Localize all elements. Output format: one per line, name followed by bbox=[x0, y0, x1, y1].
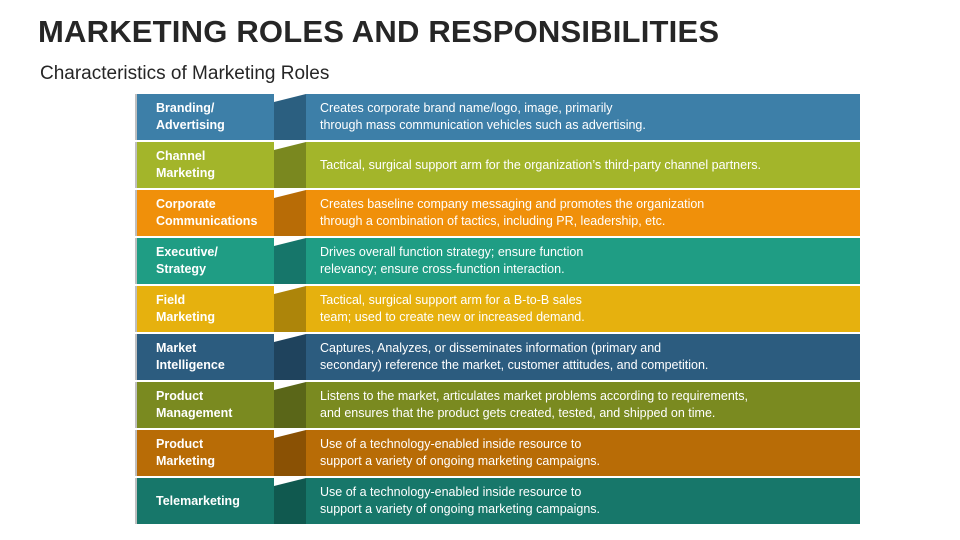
role-label: Channel Marketing bbox=[156, 149, 216, 180]
role-description: Use of a technology-enabled inside resou… bbox=[320, 485, 601, 516]
role-description: Creates baseline company messaging and p… bbox=[320, 197, 705, 228]
role-row: Branding/ Advertising Creates corporate b… bbox=[0, 94, 960, 140]
role-label: Executive/ Strategy bbox=[156, 245, 218, 276]
row-connector bbox=[274, 430, 306, 476]
row-connector bbox=[274, 286, 306, 332]
role-label: Field Marketing bbox=[156, 293, 216, 324]
connector-shape bbox=[274, 286, 306, 332]
role-description: Drives overall function strategy; ensure… bbox=[320, 245, 584, 276]
role-row: Channel Marketing Tactical, surgical supp… bbox=[0, 142, 960, 188]
role-row: Corporate Communications Creates baseline… bbox=[0, 190, 960, 236]
role-description-box: Creates baseline company messaging and p… bbox=[306, 190, 860, 236]
role-description-box: Captures, Analyzes, or disseminates info… bbox=[306, 334, 860, 380]
row-connector bbox=[274, 94, 306, 140]
row-connector bbox=[274, 142, 306, 188]
role-label: Product Marketing bbox=[156, 437, 216, 468]
row-connector bbox=[274, 334, 306, 380]
role-label-box: Executive/ Strategy bbox=[137, 238, 274, 284]
role-description-box: Use of a technology-enabled inside resou… bbox=[306, 430, 860, 476]
role-description: Tactical, surgical support arm for a B-t… bbox=[320, 293, 585, 324]
connector-shape bbox=[274, 142, 306, 188]
row-connector bbox=[274, 382, 306, 428]
row-connector bbox=[274, 238, 306, 284]
role-description-box: Use of a technology-enabled inside resou… bbox=[306, 478, 860, 524]
role-description: Creates corporate brand name/logo, image… bbox=[320, 101, 646, 132]
role-label-box: Corporate Communications bbox=[137, 190, 274, 236]
role-row: Executive/ Strategy Drives overall functi… bbox=[0, 238, 960, 284]
role-row: Market Intelligence Captures, Analyzes, o… bbox=[0, 334, 960, 380]
connector-shape bbox=[274, 430, 306, 476]
connector-shape bbox=[274, 94, 306, 140]
role-label-box: Telemarketing bbox=[137, 478, 274, 524]
role-row: Product Management Listens to the market,… bbox=[0, 382, 960, 428]
role-description-box: Drives overall function strategy; ensure… bbox=[306, 238, 860, 284]
role-label-box: Market Intelligence bbox=[137, 334, 274, 380]
row-connector bbox=[274, 478, 306, 524]
connector-shape bbox=[274, 238, 306, 284]
connector-shape bbox=[274, 382, 306, 428]
role-row: Product Marketing Use of a technology-ena… bbox=[0, 430, 960, 476]
role-label-box: Branding/ Advertising bbox=[137, 94, 274, 140]
connector-shape bbox=[274, 190, 306, 236]
role-label-box: Field Marketing bbox=[137, 286, 274, 332]
role-label: Telemarketing bbox=[156, 493, 240, 508]
role-description: Captures, Analyzes, or disseminates info… bbox=[320, 341, 709, 372]
role-description: Tactical, surgical support arm for the o… bbox=[320, 157, 761, 172]
role-description-box: Listens to the market, articulates marke… bbox=[306, 382, 860, 428]
role-row: Telemarketing Use of a technology-enabled… bbox=[0, 478, 960, 524]
role-description: Listens to the market, articulates marke… bbox=[320, 389, 748, 420]
role-label: Product Management bbox=[156, 389, 233, 420]
role-description-box: Tactical, surgical support arm for a B-t… bbox=[306, 286, 860, 332]
role-label: Corporate Communications bbox=[156, 197, 258, 228]
role-label-box: Product Marketing bbox=[137, 430, 274, 476]
role-label-box: Product Management bbox=[137, 382, 274, 428]
role-description-box: Creates corporate brand name/logo, image… bbox=[306, 94, 860, 140]
role-description: Use of a technology-enabled inside resou… bbox=[320, 437, 601, 468]
role-label: Branding/ Advertising bbox=[156, 101, 225, 132]
role-row: Field Marketing Tactical, surgical suppor… bbox=[0, 286, 960, 332]
role-label: Market Intelligence bbox=[156, 341, 225, 372]
role-label-box: Channel Marketing bbox=[137, 142, 274, 188]
role-description-box: Tactical, surgical support arm for the o… bbox=[306, 142, 860, 188]
page-title: MARKETING ROLES AND RESPONSIBILITIES bbox=[38, 14, 720, 49]
connector-shape bbox=[274, 334, 306, 380]
page-subtitle: Characteristics of Marketing Roles bbox=[40, 63, 330, 84]
connector-shape bbox=[274, 478, 306, 524]
row-connector bbox=[274, 190, 306, 236]
